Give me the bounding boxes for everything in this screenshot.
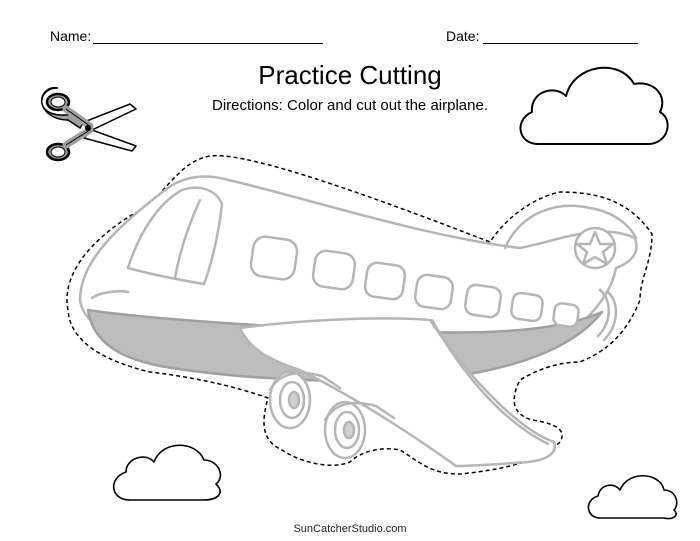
scissors-icon bbox=[40, 86, 137, 162]
name-line[interactable] bbox=[93, 29, 324, 44]
date-field[interactable]: Date: bbox=[446, 28, 639, 44]
name-label: Name: bbox=[50, 28, 92, 44]
page-title: Practice Cutting bbox=[258, 60, 442, 90]
cut-line bbox=[66, 154, 653, 475]
cloud-icon bbox=[519, 66, 669, 145]
airplane-icon bbox=[78, 175, 638, 468]
directions-text: Directions: Color and cut out the airpla… bbox=[212, 97, 488, 114]
name-field[interactable]: Name: bbox=[50, 28, 324, 44]
footer-credit: SunCatcherStudio.com bbox=[293, 523, 407, 535]
date-label: Date: bbox=[446, 28, 480, 44]
date-line[interactable] bbox=[483, 29, 639, 44]
cloud-icon bbox=[587, 475, 678, 520]
cloud-icon bbox=[112, 444, 222, 501]
